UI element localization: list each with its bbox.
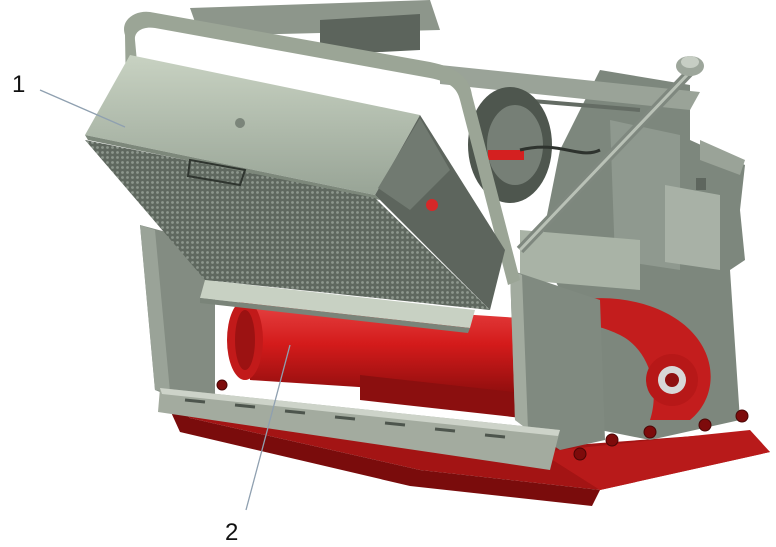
right-side-plate — [510, 270, 605, 450]
base-bolts — [216, 379, 749, 461]
leader-2 — [245, 344, 291, 511]
top-rails — [190, 0, 700, 112]
lever-arm — [516, 56, 704, 254]
leader-1 — [39, 89, 126, 128]
front-bar — [158, 388, 560, 470]
housing — [85, 11, 521, 333]
callout-leaders — [39, 89, 291, 511]
drive-motor — [468, 87, 601, 203]
callout-1-label: 1 — [12, 71, 25, 98]
callout-2-label: 2 — [225, 519, 238, 546]
